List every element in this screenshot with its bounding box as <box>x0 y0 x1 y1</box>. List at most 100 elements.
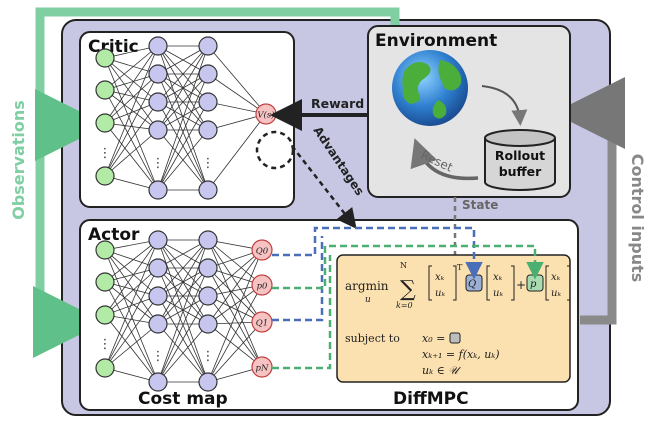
input-node <box>95 48 115 68</box>
network-edge <box>104 249 159 297</box>
output-node-label: Q1 <box>256 319 268 329</box>
hidden-node <box>148 180 168 200</box>
network-edge <box>207 45 267 115</box>
ellipsis-mark: ⋮ <box>202 349 215 364</box>
network-edge <box>104 45 159 124</box>
p0-to-p-line <box>272 244 544 290</box>
control-inputs-loop-arrow <box>553 77 625 325</box>
input-node <box>95 358 115 378</box>
hidden-node <box>148 314 168 334</box>
svg-text:uₖ: uₖ <box>551 288 561 299</box>
svg-text:xₖ: xₖ <box>493 272 503 283</box>
network-edge <box>104 323 159 369</box>
advantages-arrow <box>291 145 357 229</box>
mpc-constraint-1: x₀ = <box>422 332 445 345</box>
network-edge <box>104 267 159 316</box>
network-edge <box>207 249 263 297</box>
network-edge <box>207 73 267 115</box>
hidden-node <box>148 258 168 278</box>
earth-continents <box>402 60 462 119</box>
control-inputs-label: Control inputs <box>628 154 647 283</box>
mpc-p-block: p <box>526 274 544 292</box>
mpc-constraint-3: uₖ ∈ 𝒰 <box>422 364 461 377</box>
network-edge <box>104 249 159 383</box>
ellipsis-mark: ⋮ <box>99 337 112 352</box>
network-edge <box>104 45 159 91</box>
network-edge <box>157 295 209 383</box>
reward-label: Reward <box>311 96 364 111</box>
hidden-node <box>198 314 218 334</box>
network-edge <box>104 89 159 191</box>
network-edge <box>157 323 209 383</box>
hidden-node <box>198 92 218 112</box>
mpc-vector-3: xₖ uₖ <box>545 265 571 301</box>
q1-to-Q-line <box>272 236 324 322</box>
network-edge <box>207 284 263 325</box>
network-edge <box>104 249 159 325</box>
state-label: State <box>462 198 498 212</box>
ellipsis-mark: ⋮ <box>99 146 112 161</box>
diffmpc-label: DiffMPC <box>393 389 469 409</box>
hidden-node <box>148 120 168 140</box>
hidden-node <box>148 372 168 392</box>
mpc-subject-to: subject to <box>345 332 400 345</box>
to-buffer-arrow <box>481 85 528 126</box>
svg-text:xₖ: xₖ <box>435 272 445 283</box>
svg-text:T: T <box>457 263 463 272</box>
output-node-label: Q0 <box>256 247 269 257</box>
svg-text:+: + <box>516 278 526 292</box>
mpc-argmin: argmin <box>345 279 389 293</box>
hidden-node <box>198 64 218 84</box>
network-edge <box>157 45 209 131</box>
network-edge <box>207 113 267 191</box>
network-edge <box>104 57 159 103</box>
network-edge <box>104 57 159 131</box>
hidden-node <box>148 36 168 56</box>
network-edge <box>207 267 263 368</box>
mpc-q-block: Q <box>465 274 483 292</box>
cost-map-label: Cost map <box>138 389 228 409</box>
hidden-node <box>198 372 218 392</box>
hidden-node <box>198 258 218 278</box>
mpc-sum-bottom: k=0 <box>396 301 413 310</box>
network-edge <box>104 73 159 124</box>
svg-text:uₖ: uₖ <box>435 288 445 299</box>
network-edge <box>207 267 263 323</box>
network-edge <box>157 101 209 191</box>
mpc-x0-block <box>449 332 461 344</box>
rollout-buffer-label-2: buffer <box>499 164 542 179</box>
network-edge <box>207 239 263 323</box>
ellipsis-mark: ⋮ <box>202 156 215 171</box>
input-node <box>95 80 115 100</box>
network-edge <box>104 295 159 369</box>
rollout-buffer-label-1: Rollout <box>495 148 545 163</box>
network-edge <box>157 45 209 103</box>
mpc-argmin-sub: u <box>365 295 371 305</box>
svg-text:Q: Q <box>468 279 476 290</box>
pN-to-p-line <box>272 255 332 370</box>
hidden-node <box>148 64 168 84</box>
network-edge <box>104 239 159 283</box>
input-node <box>95 272 115 292</box>
critic-network: ⋮⋮⋮V(s) <box>95 36 277 200</box>
network-edge <box>104 122 159 191</box>
mpc-box <box>336 254 571 383</box>
mpc-constraint-2: xₖ₊₁ = f(xₖ, uₖ) <box>422 348 500 361</box>
svg-text:p: p <box>530 279 537 290</box>
reset-arrow <box>410 138 479 181</box>
ellipsis-mark: ⋮ <box>152 349 165 364</box>
output-node-label: p0 <box>257 282 268 292</box>
network-edge <box>104 57 159 191</box>
network-edge <box>207 321 263 383</box>
network-edge <box>157 267 209 325</box>
hidden-node <box>198 36 218 56</box>
output-node <box>251 274 273 296</box>
network-edge <box>104 101 159 177</box>
output-node <box>251 311 273 333</box>
observations-label: Observations <box>9 100 28 220</box>
output-node-label: pN <box>256 364 269 374</box>
svg-text:xₖ: xₖ <box>551 272 561 283</box>
hidden-node <box>148 230 168 250</box>
